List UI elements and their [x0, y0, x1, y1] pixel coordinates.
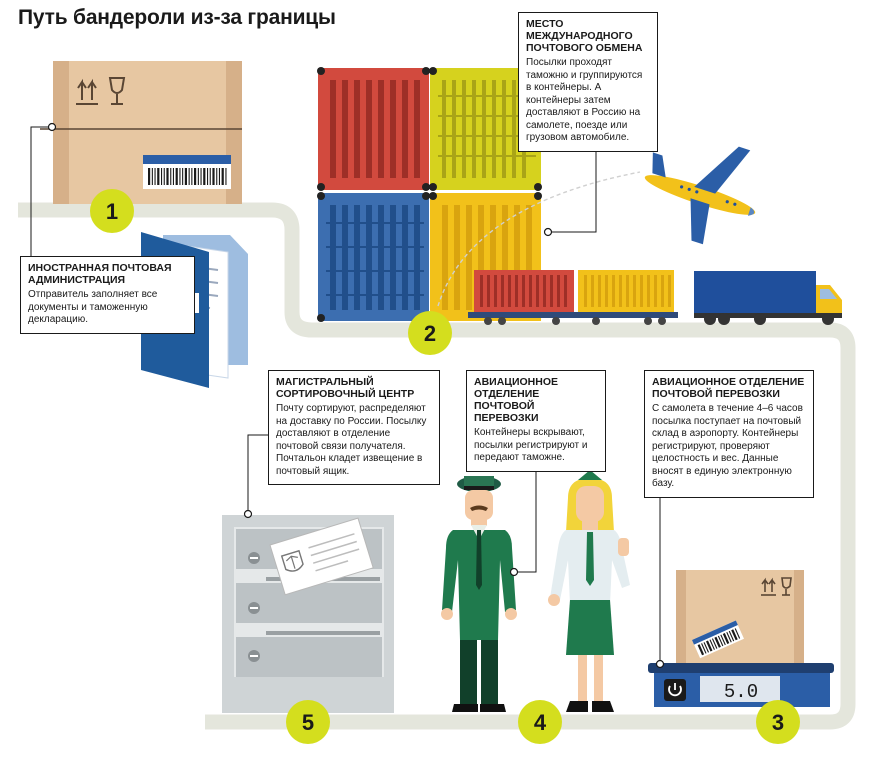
callout-heading: Иностранная почтовая администрация [28, 262, 172, 286]
step-marker-4: 4 [518, 700, 562, 744]
customs-officer-male [441, 476, 517, 712]
power-icon [664, 679, 686, 701]
callout-text: Посылки проходят таможню и группируются … [526, 57, 643, 143]
coat-of-arms-icon [280, 549, 304, 572]
callout-sorting-center: Магистральный сортировочный центр Почту … [268, 370, 440, 485]
parcel-box-arrived [676, 570, 804, 666]
callout-leaders [30, 126, 661, 664]
notice-letter [269, 517, 374, 596]
svg-text:2: 2 [424, 321, 436, 346]
scale-weight-display: 5.0 [724, 681, 758, 703]
callout-heading: Авиационное отделение почтовой перевозки [474, 376, 559, 424]
callout-text: Почту сортируют, распределяют на доставк… [276, 403, 427, 477]
fragile-glass-icon [108, 77, 126, 105]
svg-text:3: 3 [772, 710, 784, 735]
callout-air-mail-right: Авиационное отделение почтовой перевозки… [644, 370, 814, 498]
barcode-icon [697, 628, 741, 656]
callout-dots [47, 122, 665, 669]
parcel-box-foreign [40, 61, 242, 204]
step-marker-1: 1 [90, 189, 134, 233]
callout-heading: Магистральный сортировочный центр [276, 376, 415, 400]
customs-officer-female [548, 470, 630, 712]
callout-foreign-administration: Иностранная почтовая администрация Отпра… [20, 256, 195, 334]
freight-train [468, 270, 678, 325]
callout-heading: Авиационное отделение почтовой перевозки [652, 376, 805, 400]
callout-text: Контейнеры вскрывают, посылки регистриру… [474, 427, 588, 463]
callout-text: С самолета в течение 4–6 часов посылка п… [652, 403, 803, 489]
airplane-icon [644, 146, 756, 245]
step-marker-2: 2 [408, 311, 452, 355]
page-title: Путь бандероли из-за границы [18, 6, 336, 29]
callout-air-mail-middle: Авиационное отделение почтовой перевозки… [466, 370, 606, 472]
route-path [18, 202, 856, 730]
callout-text: Отправитель заполняет все документы и та… [28, 289, 158, 325]
barcode-icon [148, 168, 227, 185]
flight-path [437, 171, 641, 307]
svg-text:1: 1 [106, 199, 118, 224]
svg-text:5: 5 [302, 710, 314, 735]
this-side-up-icon [761, 577, 776, 596]
this-side-up-icon [76, 78, 98, 105]
truck-icon [694, 271, 842, 325]
svg-text:4: 4 [534, 710, 547, 735]
callout-heading: Место международного почтового обмена [526, 18, 643, 54]
callout-exchange-point: Место международного почтового обмена По… [518, 12, 658, 152]
step-marker-5: 5 [286, 700, 330, 744]
step-marker-3: 3 [756, 700, 800, 744]
fragile-glass-icon [781, 577, 792, 596]
